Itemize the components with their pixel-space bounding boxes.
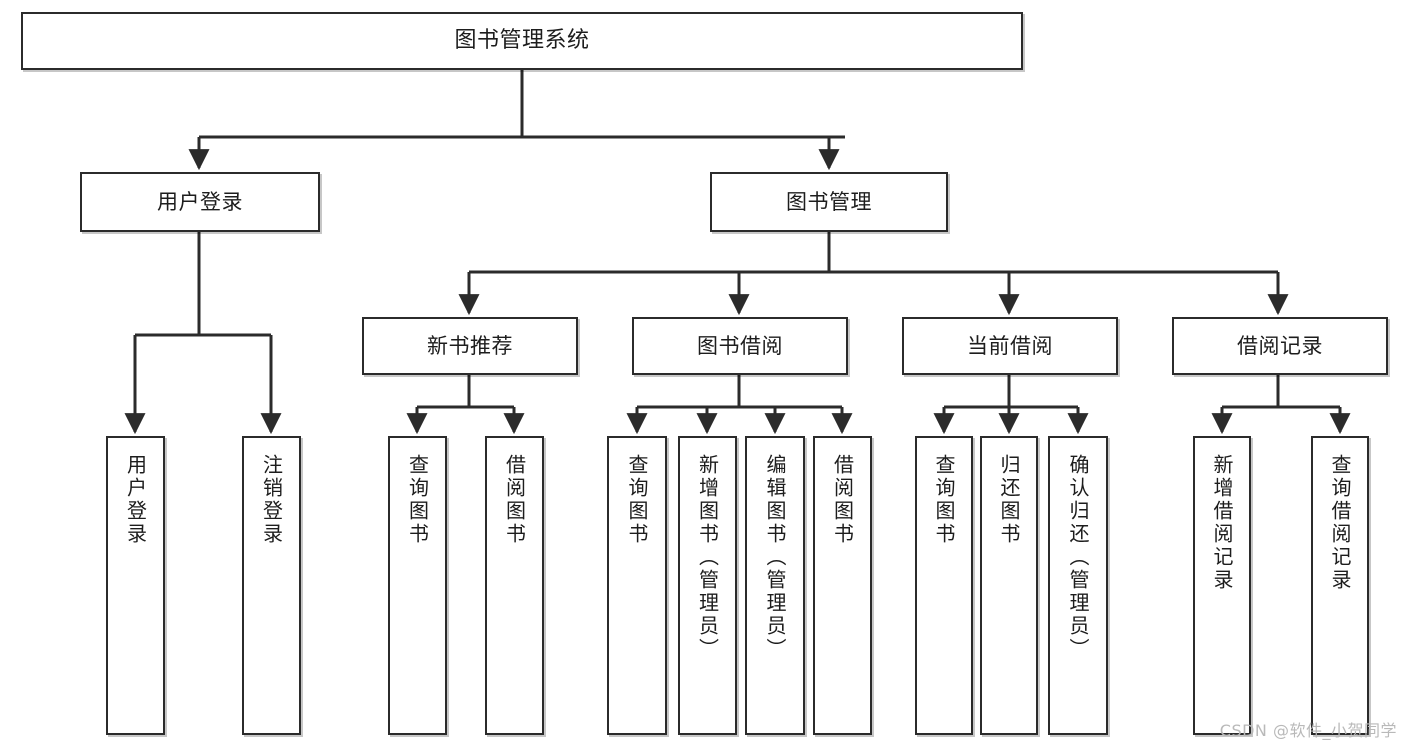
node-book-management[interactable]: 图书管理	[710, 172, 948, 232]
node-current-borrow-label: 当前借阅	[967, 333, 1053, 358]
node-leaf-query-book-current-label: 查询图书	[932, 454, 956, 546]
node-leaf-user-login-label: 用户登录	[123, 454, 148, 546]
node-leaf-query-book-label: 查询图书	[625, 454, 649, 546]
node-leaf-query-book[interactable]: 查询图书	[607, 436, 667, 735]
node-leaf-query-borrow-record[interactable]: 查询借阅记录	[1311, 436, 1369, 735]
node-user-login[interactable]: 用户登录	[80, 172, 320, 232]
node-new-book-recommend[interactable]: 新书推荐	[362, 317, 578, 375]
node-leaf-borrow-book-new[interactable]: 借阅图书	[485, 436, 544, 735]
node-user-login-label: 用户登录	[157, 189, 243, 214]
node-leaf-return-book[interactable]: 归还图书	[980, 436, 1038, 735]
node-leaf-logout[interactable]: 注销登录	[242, 436, 301, 735]
node-root[interactable]: 图书管理系统	[21, 12, 1023, 70]
node-leaf-edit-book-admin[interactable]: 编辑图书（管理员）	[745, 436, 805, 735]
node-leaf-confirm-return-admin-label: 确认归还（管理员）	[1066, 454, 1090, 661]
node-leaf-add-borrow-record[interactable]: 新增借阅记录	[1193, 436, 1251, 735]
node-book-borrow[interactable]: 图书借阅	[632, 317, 848, 375]
node-leaf-query-book-current[interactable]: 查询图书	[915, 436, 973, 735]
node-leaf-borrow-book[interactable]: 借阅图书	[813, 436, 872, 735]
node-leaf-query-book-new[interactable]: 查询图书	[388, 436, 447, 735]
node-leaf-logout-label: 注销登录	[259, 454, 284, 546]
node-leaf-confirm-return-admin[interactable]: 确认归还（管理员）	[1048, 436, 1108, 735]
node-leaf-borrow-book-label: 借阅图书	[830, 454, 855, 546]
node-book-borrow-label: 图书借阅	[697, 333, 783, 358]
node-leaf-user-login[interactable]: 用户登录	[106, 436, 165, 735]
node-leaf-add-book-admin-label: 新增图书（管理员）	[695, 454, 720, 661]
node-leaf-add-book-admin[interactable]: 新增图书（管理员）	[678, 436, 737, 735]
node-leaf-return-book-label: 归还图书	[997, 454, 1021, 546]
node-borrow-record[interactable]: 借阅记录	[1172, 317, 1388, 375]
node-leaf-add-borrow-record-label: 新增借阅记录	[1210, 454, 1234, 592]
node-leaf-query-book-new-label: 查询图书	[405, 454, 430, 546]
node-leaf-borrow-book-new-label: 借阅图书	[502, 454, 527, 546]
node-book-management-label: 图书管理	[786, 189, 872, 214]
node-borrow-record-label: 借阅记录	[1237, 333, 1323, 358]
node-leaf-edit-book-admin-label: 编辑图书（管理员）	[763, 454, 787, 661]
node-current-borrow[interactable]: 当前借阅	[902, 317, 1118, 375]
node-new-book-recommend-label: 新书推荐	[427, 333, 513, 358]
node-leaf-query-borrow-record-label: 查询借阅记录	[1328, 454, 1352, 592]
node-root-label: 图书管理系统	[454, 28, 590, 54]
